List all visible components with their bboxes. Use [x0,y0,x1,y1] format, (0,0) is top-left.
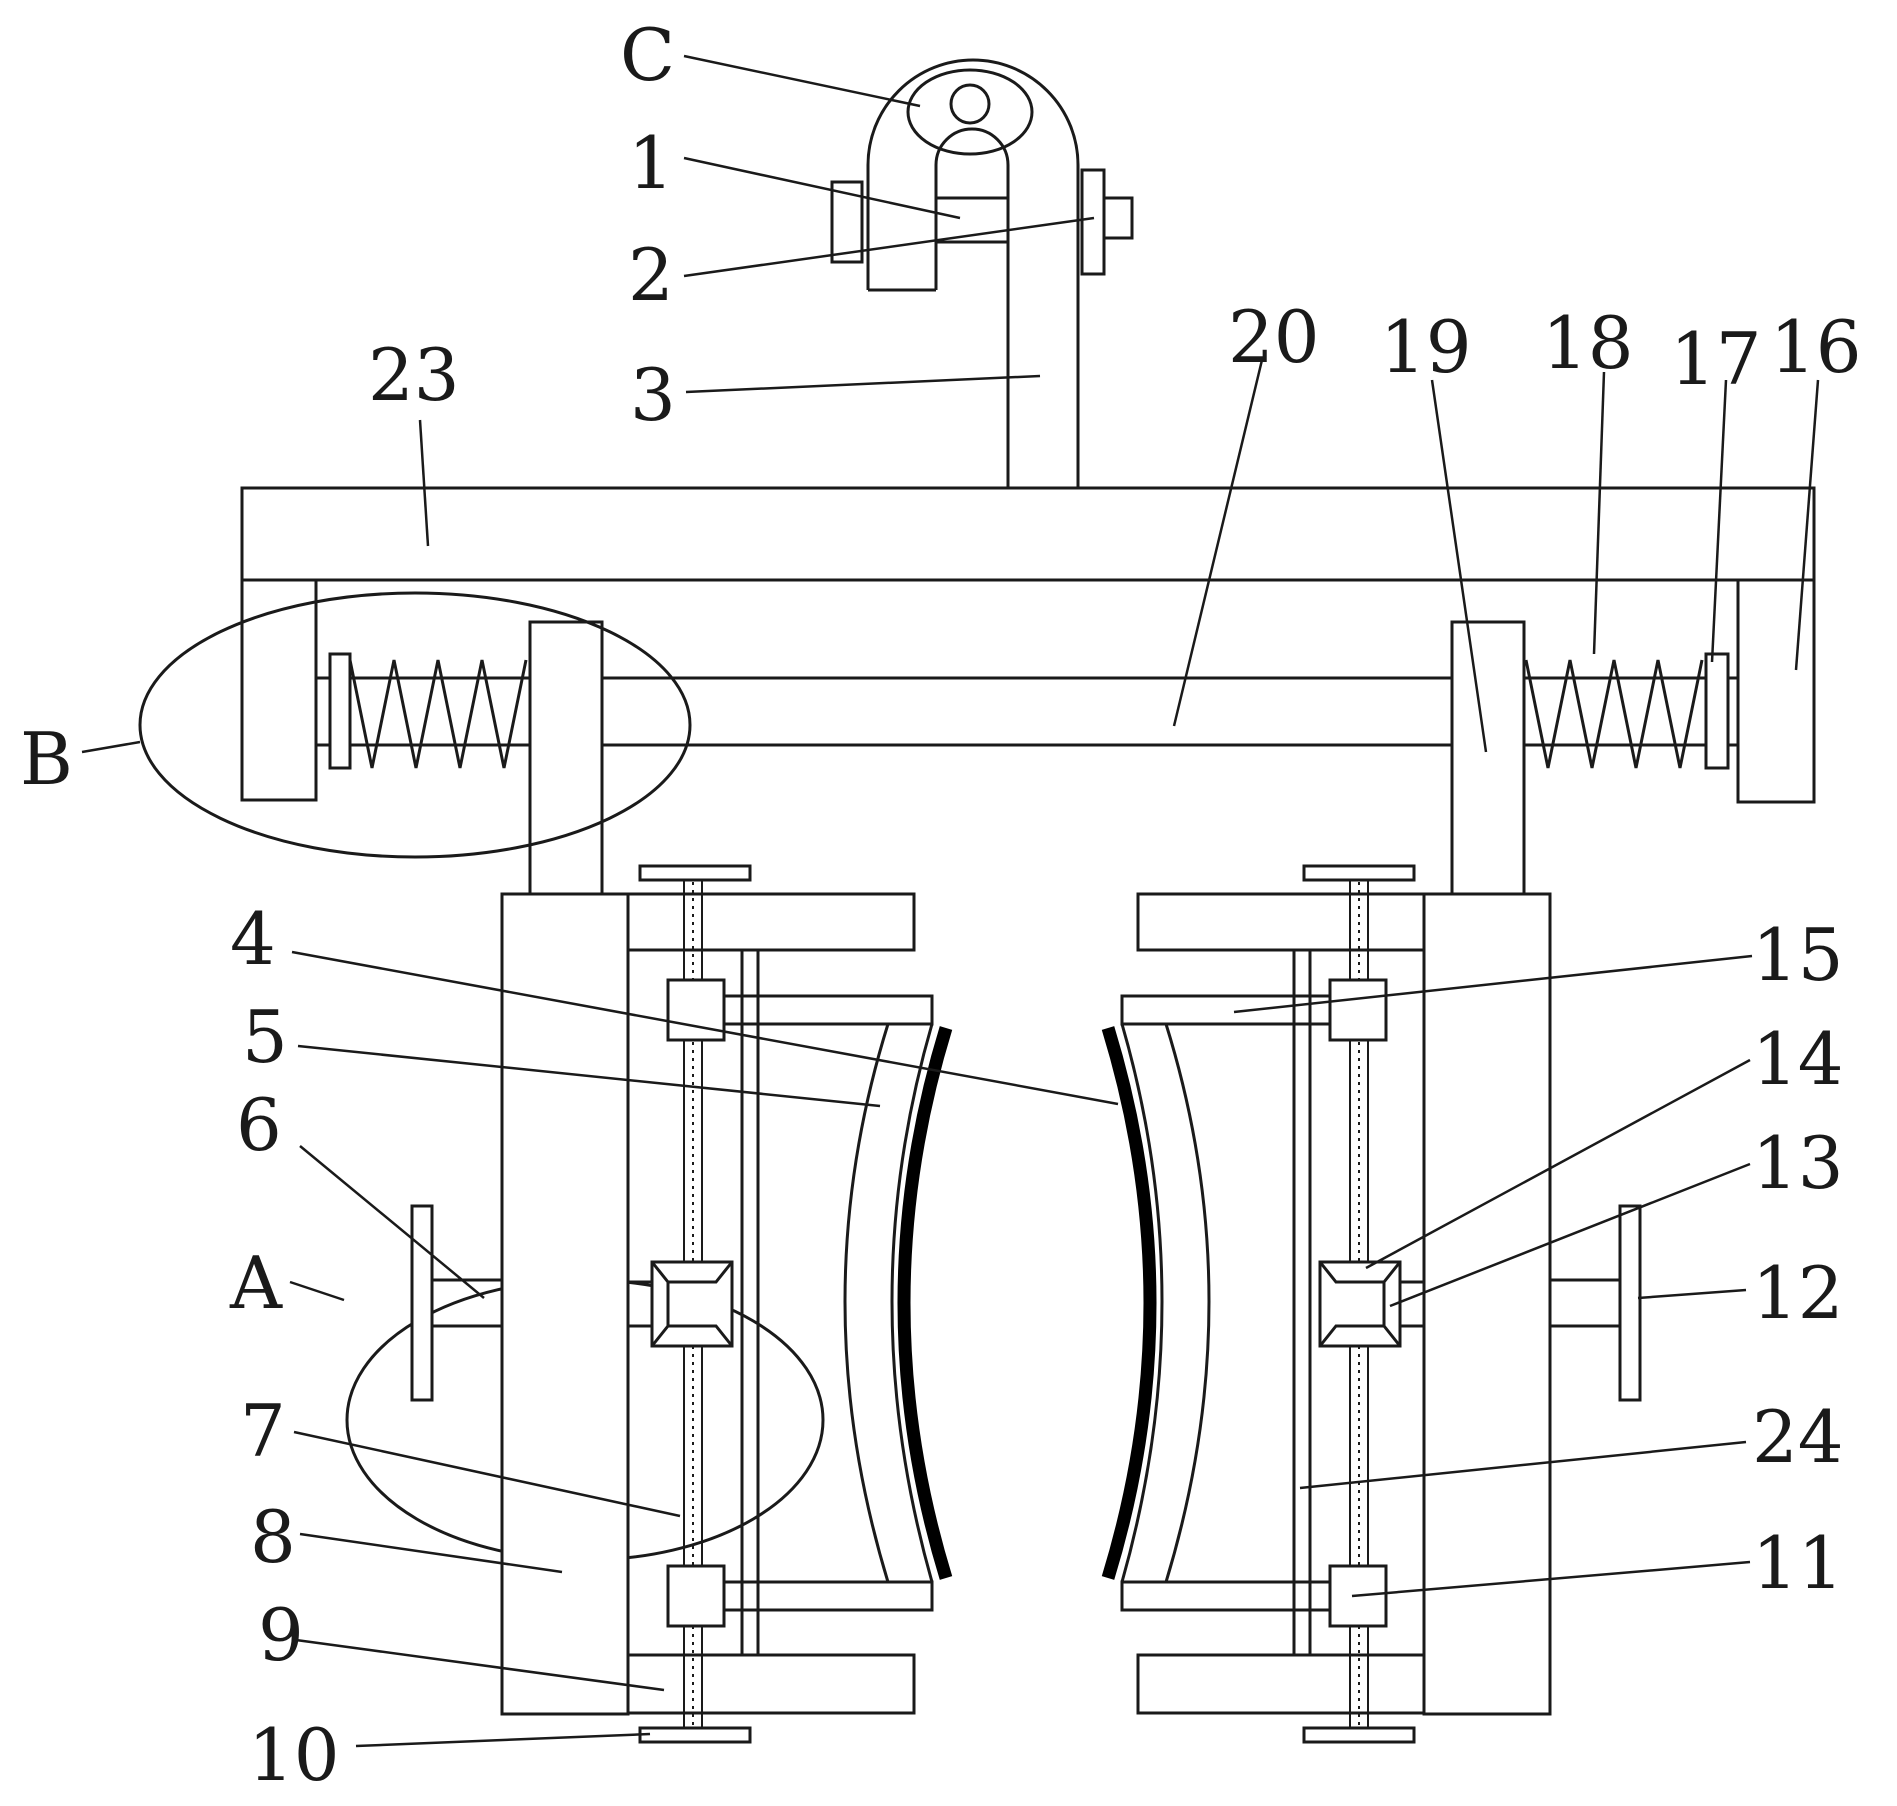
label-24: 24 [1752,1395,1844,1479]
label-c: C [620,13,675,97]
label-12: 12 [1752,1251,1844,1335]
left-handwheel-10 [640,1728,750,1742]
leader-c [684,56,920,106]
label-13: 13 [1752,1121,1844,1205]
top-beam-23 [242,488,1814,580]
label-4: 4 [230,897,276,981]
leader-4 [292,952,1118,1104]
left-slider [530,622,602,894]
left-bottom-plate-9 [628,1655,914,1713]
label-18: 18 [1542,301,1634,385]
right-block-upper-15 [1330,980,1386,1040]
leader-2 [684,218,1094,276]
label-8: 8 [250,1495,296,1579]
label-23: 23 [368,333,460,417]
right-spring-rod [1524,678,1706,745]
left-knob-shaft [432,1280,502,1326]
left-gear-shaft [628,1282,652,1326]
label-3: 3 [630,353,676,437]
right-end-block-16 [1738,580,1814,802]
hook-eye-outer [908,70,1032,154]
left-top-plate [628,894,914,950]
right-arm-lower [1122,1582,1330,1610]
left-arm-upper [724,996,932,1024]
left-arm-lower [724,1582,932,1610]
left-jaw-inner-curve [845,1024,888,1582]
label-2: 2 [628,233,674,317]
label-b: B [20,717,73,801]
right-handwheel-bottom [1304,1728,1414,1742]
hook-eye-hole [951,85,989,123]
left-spring [330,654,530,768]
label-1: 1 [628,121,674,205]
label-16: 16 [1770,305,1862,389]
left-knob-6 [412,1206,432,1400]
leader-12 [1638,1290,1746,1298]
right-jaw-inner-curve [1166,1024,1209,1582]
labels: C 1 2 3 23 20 19 18 17 16 B 4 5 6 A 7 8 … [20,13,1862,1797]
label-11: 11 [1752,1521,1844,1605]
left-handwheel-top [640,866,750,880]
label-19: 19 [1380,305,1472,389]
left-block-lower [668,1566,724,1626]
right-arm-upper [1122,996,1330,1024]
label-14: 14 [1752,1017,1844,1101]
right-knob-shaft [1550,1280,1620,1326]
right-slider-19 [1452,622,1524,894]
leader-3 [686,376,1040,392]
label-20: 20 [1228,295,1320,379]
left-spring-plate [330,654,350,768]
right-bottom-plate [1138,1655,1424,1713]
right-knob-12 [1620,1206,1640,1400]
label-10: 10 [248,1713,340,1797]
nut-right [1082,170,1104,274]
hook-assembly [832,60,1132,487]
label-a: A [229,1241,283,1325]
right-handwheel-top [1304,866,1414,880]
left-end-block [242,580,316,800]
label-7: 7 [240,1389,286,1473]
left-body-8 [502,894,628,1714]
leader-b [82,742,140,752]
right-gear-shaft-13 [1400,1282,1424,1326]
right-top-plate [1138,894,1424,950]
label-17: 17 [1670,317,1762,401]
label-5: 5 [242,995,288,1079]
right-spring [1524,654,1728,768]
label-6: 6 [236,1083,282,1167]
bolt-end [1104,198,1132,238]
left-spring-rod [350,678,530,745]
label-9: 9 [258,1593,304,1677]
hook-inner [936,129,1008,487]
leader-6 [300,1146,484,1298]
right-spring-plate-17 [1706,654,1728,768]
left-clamp-unit [412,866,946,1742]
leader-1 [684,158,960,218]
label-15: 15 [1752,913,1844,997]
right-body [1424,894,1550,1714]
leader-a [290,1282,344,1300]
leader-10 [356,1734,650,1746]
